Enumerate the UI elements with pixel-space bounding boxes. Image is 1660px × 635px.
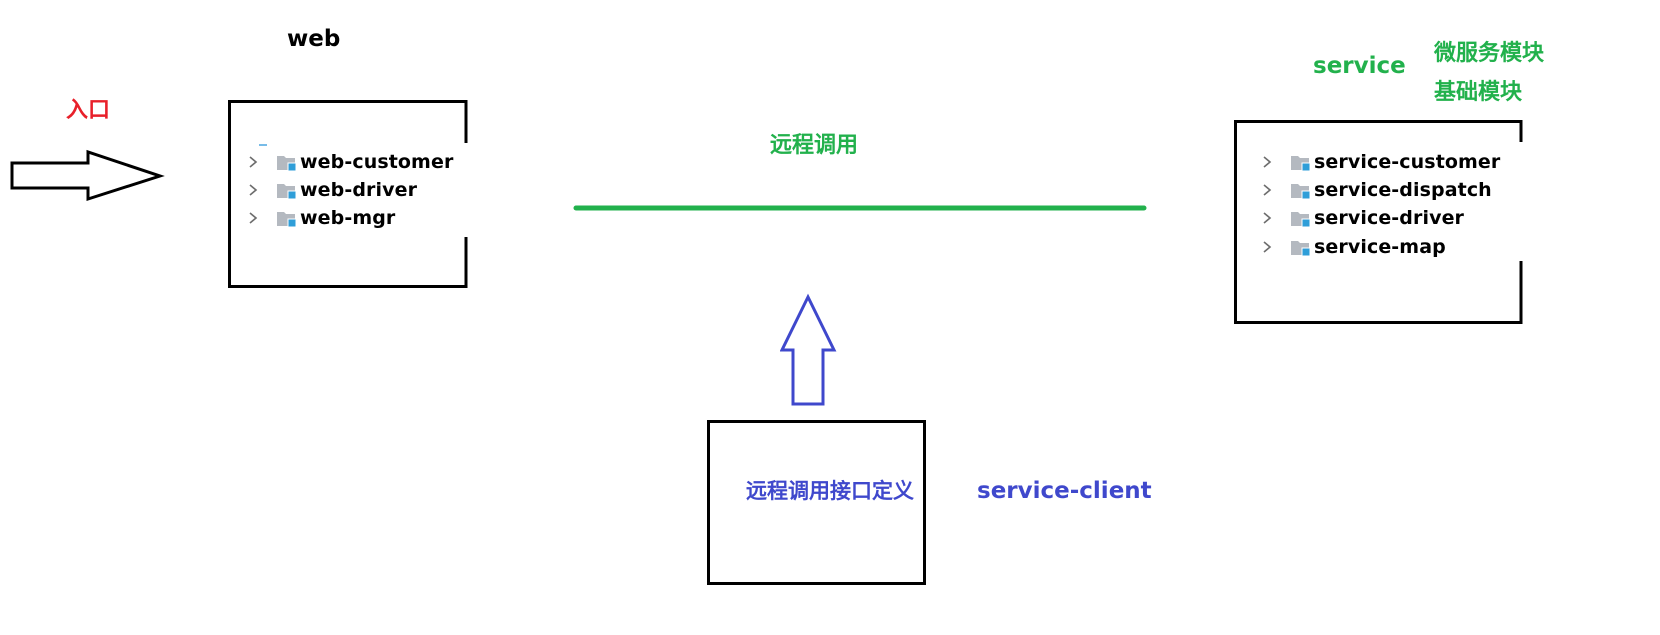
service-note-microservice: 微服务模块 [1434, 41, 1545, 66]
module-folder-icon [277, 212, 297, 228]
tree-item-label: web-driver [300, 179, 418, 201]
tree-item-web-mgr[interactable]: web-mgr [246, 206, 395, 230]
tree-item-service-dispatch[interactable]: service-dispatch [1260, 178, 1492, 202]
entry-label: 入口 [66, 98, 111, 123]
client-box [707, 420, 926, 585]
chevron-right-icon[interactable] [246, 183, 260, 197]
module-folder-icon [1291, 184, 1311, 200]
module-folder-icon [277, 184, 297, 200]
remote-call-line [573, 205, 1147, 211]
client-interface-label: 远程调用接口定义 [746, 479, 914, 503]
entry-arrow-icon [10, 149, 165, 202]
chevron-right-icon[interactable] [246, 211, 260, 225]
chevron-right-icon[interactable] [246, 155, 260, 169]
module-folder-icon [1291, 212, 1311, 228]
tree-item-label: service-dispatch [1314, 179, 1492, 201]
module-folder-icon [1291, 241, 1311, 257]
tree-item-label: service-map [1314, 236, 1446, 258]
tree-item-service-driver[interactable]: service-driver [1260, 206, 1464, 230]
module-folder-icon [1291, 156, 1311, 172]
web-title: web [287, 26, 341, 52]
tree-item-web-customer[interactable]: web-customer [246, 150, 453, 174]
remote-call-label: 远程调用 [770, 133, 859, 158]
tree-item-label: service-customer [1314, 151, 1501, 173]
tree-item-label: web-customer [300, 151, 454, 173]
web-box: web-customer web-driver web-mgr [228, 100, 468, 288]
chevron-right-icon[interactable] [1260, 155, 1274, 169]
service-box: service-customer service-dispatch servic… [1234, 120, 1524, 324]
chevron-right-icon[interactable] [1260, 211, 1274, 225]
tree-item-service-map[interactable]: service-map [1260, 235, 1446, 259]
tree-item-service-customer[interactable]: service-customer [1260, 150, 1500, 174]
tree-item-label: service-driver [1314, 207, 1465, 229]
tree-item-web-driver[interactable]: web-driver [246, 178, 417, 202]
module-folder-icon [277, 156, 297, 172]
chevron-right-icon[interactable] [1260, 240, 1274, 254]
client-up-arrow-icon [780, 293, 837, 406]
client-name: service-client [977, 478, 1152, 504]
service-title: service [1313, 53, 1406, 79]
service-note-base: 基础模块 [1434, 80, 1523, 105]
tree-item-label: web-mgr [300, 207, 396, 229]
chevron-right-icon[interactable] [1260, 183, 1274, 197]
